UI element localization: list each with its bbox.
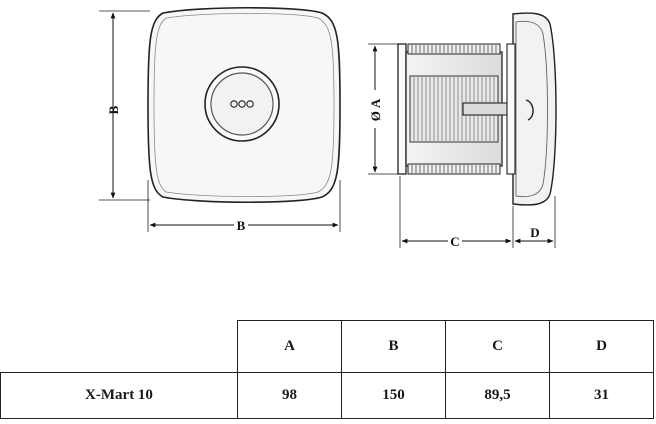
side-view: ØA C D	[366, 12, 557, 249]
front-center-ring-inner	[210, 72, 274, 136]
diameter-symbol: Ø	[368, 111, 383, 121]
table-cell-model: X-Mart 10	[0, 372, 238, 419]
table-header-b: B	[341, 320, 446, 373]
dimensions-table: A B C D X-Mart 10 98 150 89,5 31	[0, 320, 654, 419]
side-front-cover	[512, 12, 557, 206]
dim-label-b-horizontal: B	[237, 218, 246, 233]
table-header-d: D	[549, 320, 654, 373]
three-dots-icon	[230, 100, 254, 108]
side-back-flange	[397, 43, 407, 175]
dim-label-c: C	[450, 234, 459, 249]
table-cell-d: 31	[549, 372, 654, 419]
dim-label-d: D	[530, 225, 539, 240]
table-cell-b: 150	[341, 372, 446, 419]
dim-label-b-vertical: B	[106, 105, 121, 114]
table-cell-c: 89,5	[445, 372, 550, 419]
table-corner-cell	[0, 320, 238, 373]
dim-label-a-letter: A	[368, 98, 383, 108]
front-panel-inner-shade	[153, 13, 335, 197]
side-shaft	[462, 102, 512, 116]
table-header-c: C	[445, 320, 550, 373]
table-header-row: A B C D	[0, 320, 654, 373]
front-view: B B	[99, 6, 341, 233]
table-cell-a: 98	[237, 372, 342, 419]
table-header-a: A	[237, 320, 342, 373]
dim-label-a: ØA	[368, 98, 383, 121]
table-row: X-Mart 10 98 150 89,5 31	[0, 372, 654, 419]
